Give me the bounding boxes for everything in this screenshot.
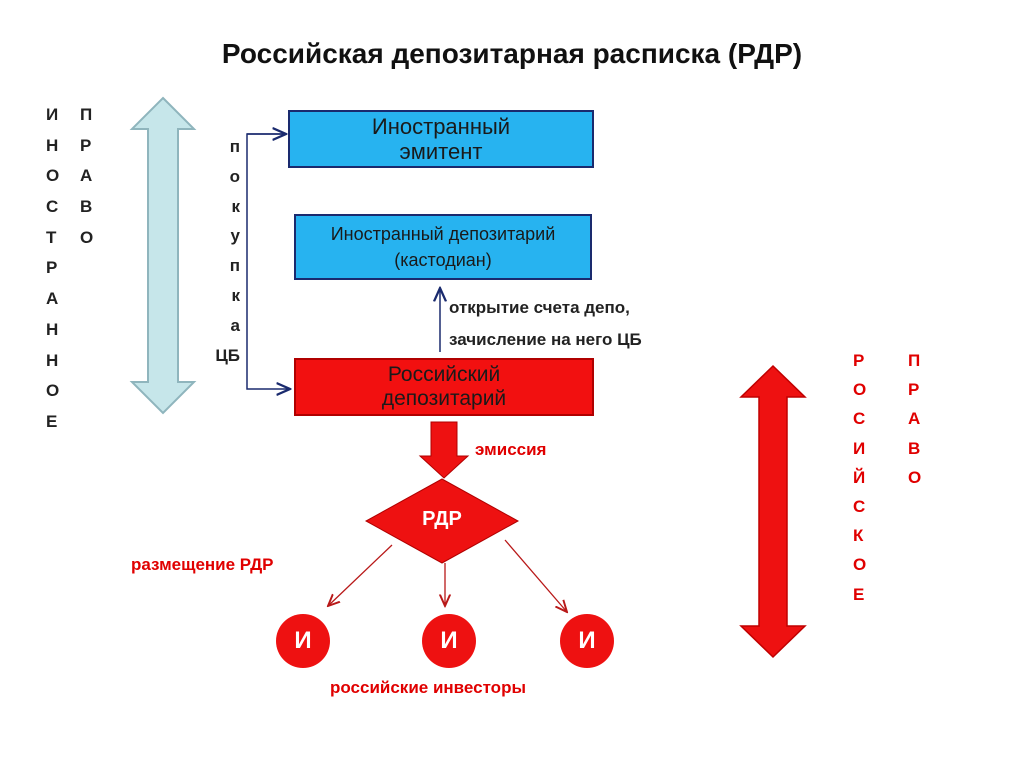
letter: Е: [853, 584, 865, 604]
letter: И: [46, 105, 59, 124]
letter: А: [46, 289, 59, 309]
letter: Р: [80, 135, 92, 155]
letter: П: [80, 105, 93, 124]
foreign-law-double-arrow: [129, 96, 197, 415]
letter: Н: [46, 135, 59, 155]
letter: Т: [46, 227, 57, 247]
letter: П: [908, 351, 921, 370]
account-opening-label: открытие счета депо, зачисление на него …: [449, 292, 642, 356]
rdr-diamond: [364, 478, 520, 564]
emission-arrow: [418, 421, 470, 479]
letter: В: [80, 197, 93, 217]
label-line: зачисление на него ЦБ: [449, 330, 642, 349]
foreign-custodian-box: Иностранный депозитарий (кастодиан): [294, 214, 592, 280]
purchase-word: п о к у п к а ЦБ: [212, 132, 240, 370]
foreign-law-word-law: П Р А В О: [80, 100, 93, 253]
foreign-law-word-foreign: И Н О С Т Р А Н Н О Е: [46, 100, 59, 438]
letter: О: [46, 381, 60, 401]
purchase-cb-label: ЦБ: [215, 345, 240, 365]
box-line: Иностранный: [371, 113, 511, 139]
letter: В: [908, 438, 921, 458]
foreign-issuer-box: Иностранный эмитент: [288, 110, 594, 168]
russian-law-double-arrow: [739, 364, 807, 659]
letter: п: [229, 137, 240, 156]
russian-depository-box: Российский депозитарий: [294, 358, 594, 416]
letter: О: [908, 467, 922, 487]
emission-label: эмиссия: [475, 440, 547, 459]
letter: к: [231, 196, 240, 216]
box-line: (кастодиан): [394, 250, 492, 270]
letter: Р: [908, 380, 920, 400]
investor-circle: И: [560, 614, 614, 668]
letter: Р: [853, 351, 865, 370]
box-line: эмитент: [399, 139, 483, 164]
placement-arrow-right: [504, 539, 567, 612]
letter: А: [908, 409, 921, 429]
letter: а: [230, 315, 240, 335]
investor-circle: И: [276, 614, 330, 668]
letter: к: [231, 285, 240, 305]
letter: Н: [46, 350, 59, 370]
letter: К: [853, 526, 864, 546]
box-line: Иностранный депозитарий: [330, 223, 556, 244]
letter: Е: [46, 411, 58, 431]
letter: А: [80, 166, 93, 186]
letter: С: [853, 496, 866, 516]
letter: О: [853, 555, 867, 575]
letter: у: [230, 226, 240, 246]
letter: О: [853, 380, 867, 400]
russian-law-word-russian: Р О С И Й С К О Е: [853, 346, 866, 609]
letter: Й: [853, 467, 866, 487]
slide-title: Российская депозитарная расписка (РДР): [221, 38, 803, 69]
letter: О: [46, 166, 60, 186]
rdr-diamond-label: РДР: [422, 508, 462, 530]
letter: С: [46, 197, 59, 217]
letter: Н: [46, 319, 59, 339]
letter: И: [853, 438, 866, 458]
letter: п: [229, 256, 240, 276]
purchase-bracket-line: [246, 133, 290, 389]
investors-caption: российские инвесторы: [330, 678, 526, 697]
letter: Р: [46, 258, 58, 278]
placement-arrow-left: [328, 544, 393, 606]
label-line: открытие счета депо,: [449, 298, 630, 317]
letter: С: [853, 409, 866, 429]
box-line: Российский: [387, 362, 501, 386]
letter: О: [80, 227, 94, 247]
russian-law-word-law: П Р А В О: [908, 346, 921, 492]
investor-circle: И: [422, 614, 476, 668]
box-line: депозитарий: [381, 387, 507, 410]
letter: о: [229, 166, 240, 186]
placement-label: размещение РДР: [131, 555, 274, 574]
